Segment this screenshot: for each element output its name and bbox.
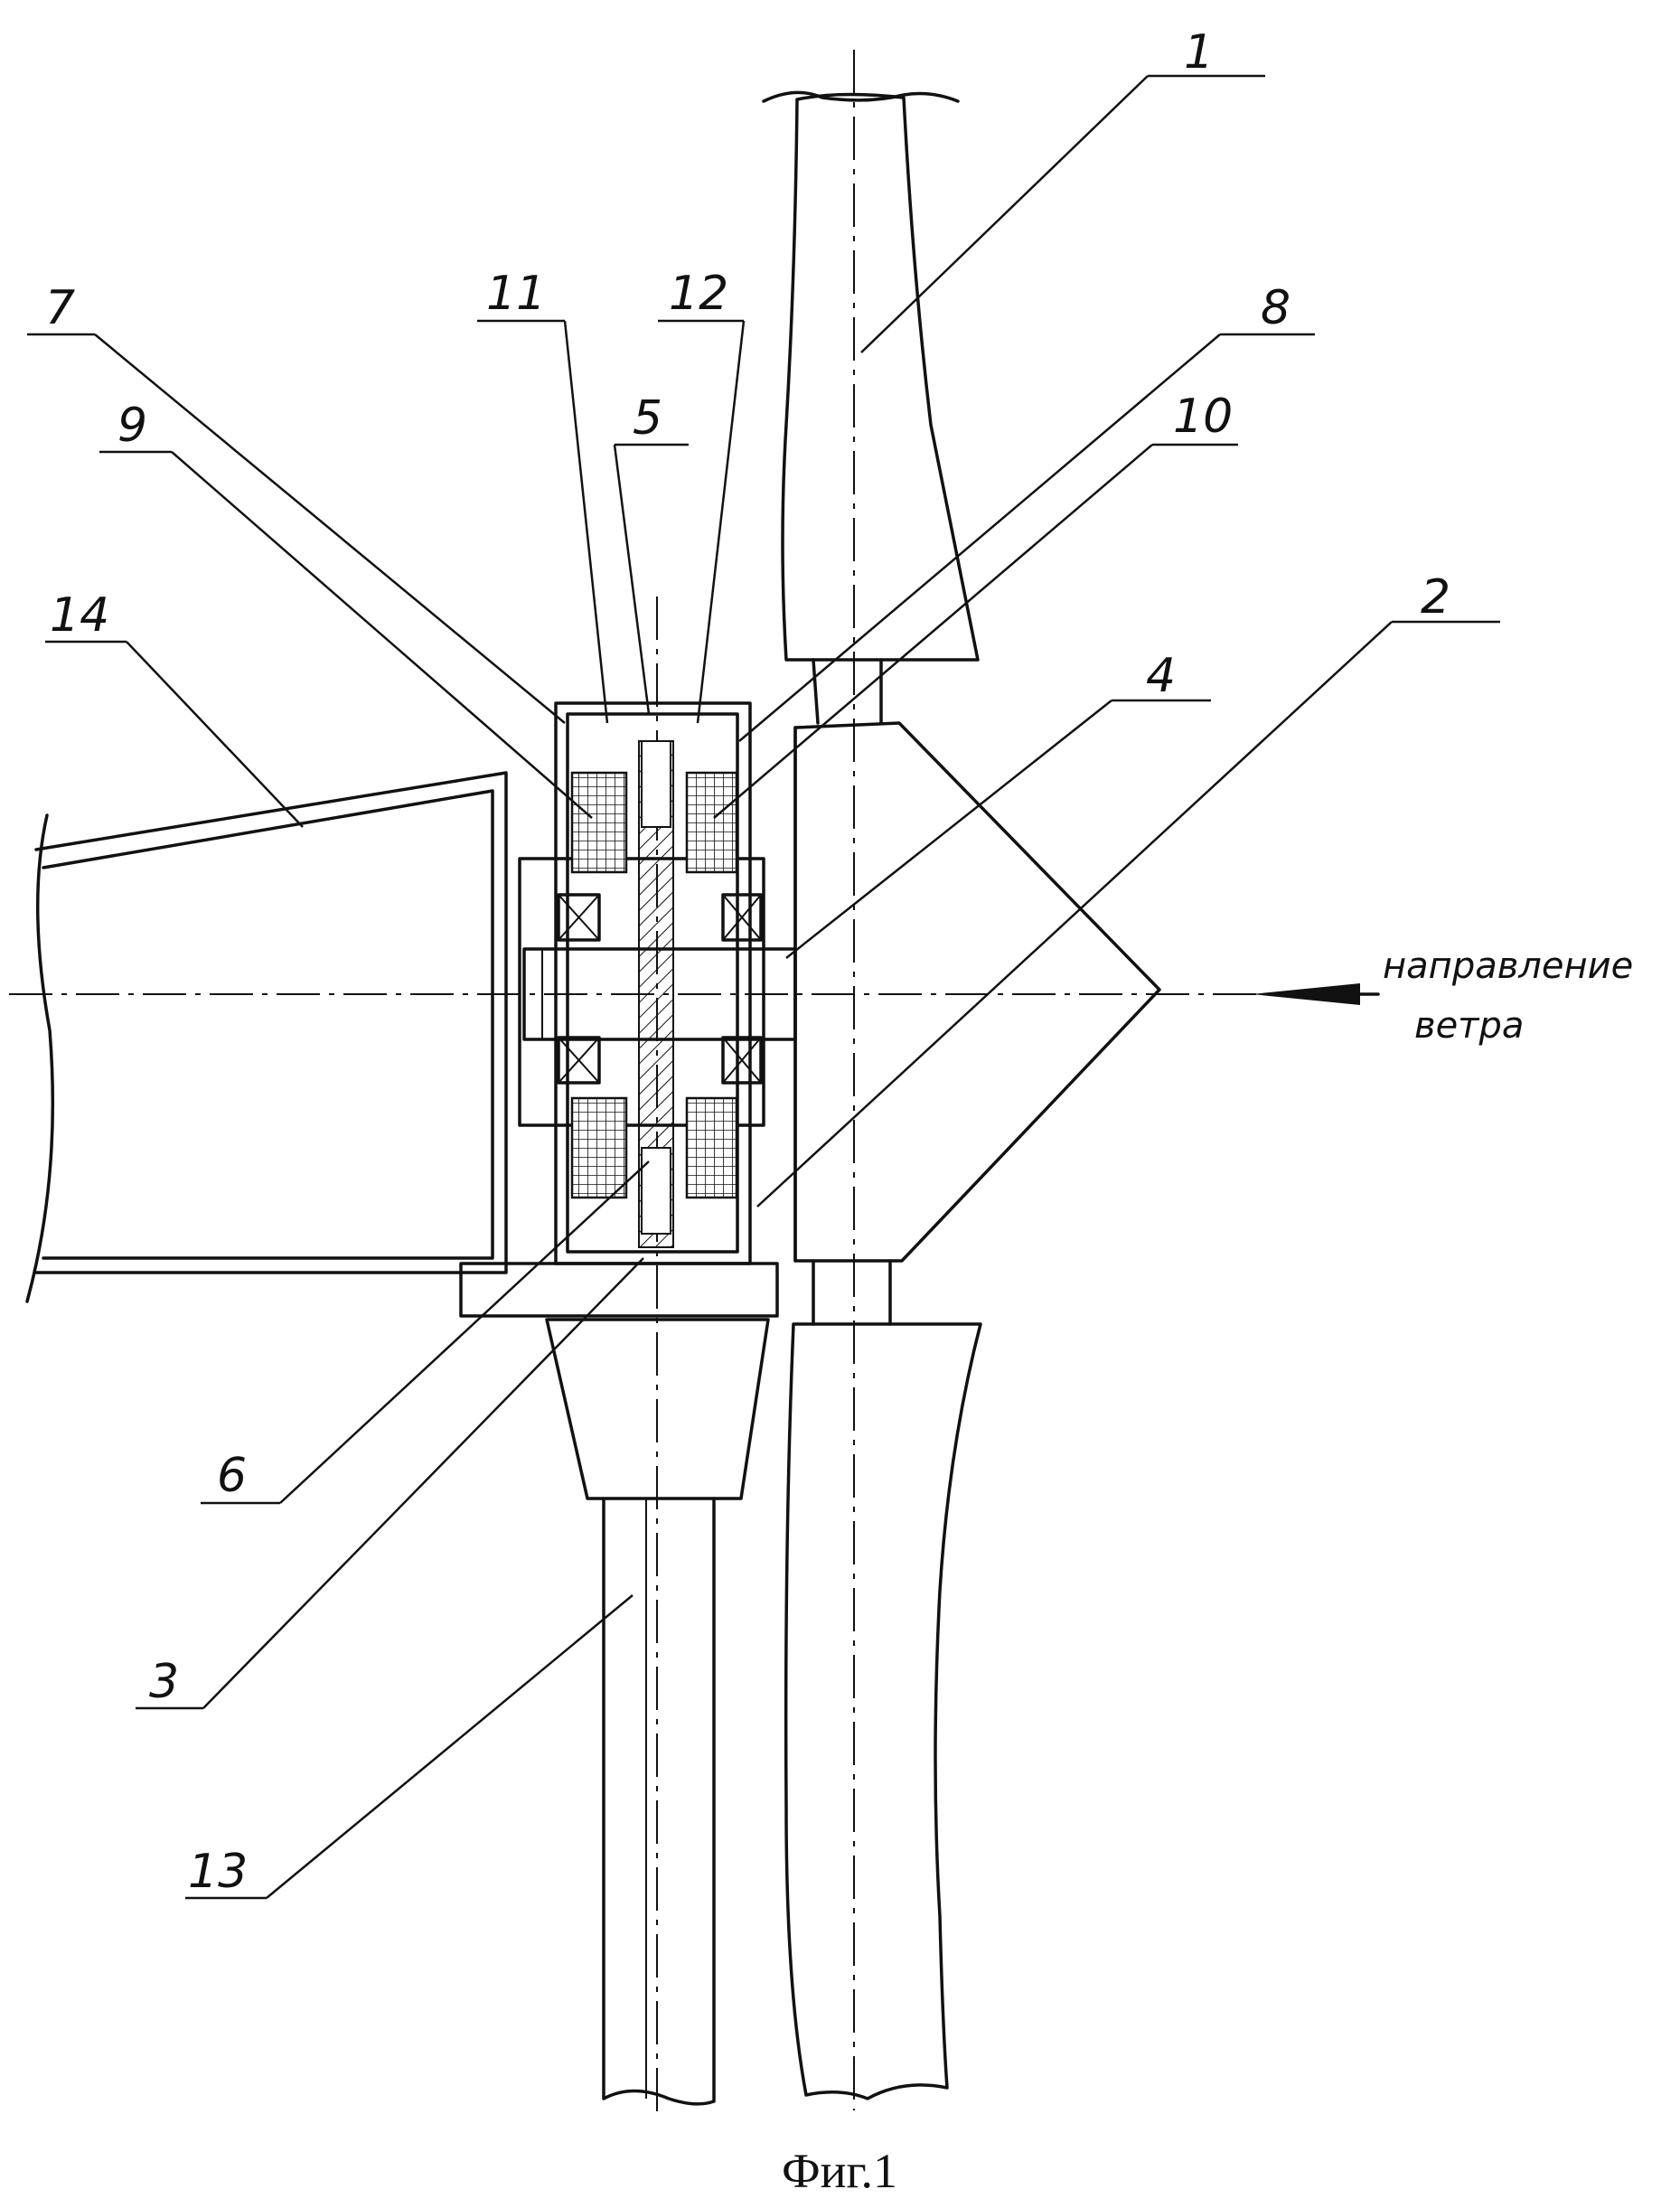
- callout-7: 7: [27, 281, 565, 723]
- upper-blade: [783, 94, 978, 660]
- hub-spinner: [795, 723, 1159, 1261]
- callout-1: 1: [861, 25, 1265, 352]
- callout-10: 10: [714, 390, 1238, 818]
- svg-text:2: 2: [1421, 570, 1450, 625]
- svg-text:5: 5: [633, 391, 662, 446]
- callout-3: 3: [136, 1258, 643, 1709]
- svg-text:14: 14: [50, 588, 109, 643]
- nacelle: [36, 773, 506, 1273]
- lower-blade-root: [813, 1261, 890, 1324]
- callout-6: 6: [201, 1161, 649, 1503]
- wind-label-line2: ветра: [1414, 1005, 1524, 1047]
- callout-4: 4: [786, 649, 1211, 958]
- nacelle-break: [27, 815, 52, 1301]
- callout-14: 14: [45, 588, 303, 827]
- svg-text:4: 4: [1146, 649, 1176, 703]
- callout-2: 2: [757, 570, 1500, 1207]
- wind-arrow: [1252, 983, 1360, 1005]
- mast: [604, 1499, 714, 2104]
- svg-text:13: 13: [188, 1845, 248, 1899]
- callout-9: 9: [99, 399, 592, 818]
- svg-text:1: 1: [1184, 25, 1214, 80]
- svg-text:9: 9: [117, 399, 147, 453]
- mast-flange: [461, 1264, 777, 1316]
- callout-13: 13: [185, 1595, 633, 1899]
- svg-text:6: 6: [217, 1449, 247, 1503]
- callout-12: 12: [658, 267, 744, 723]
- svg-text:12: 12: [669, 267, 728, 321]
- lower-blade: [786, 1324, 981, 2099]
- wind-label-line1: направление: [1383, 945, 1633, 987]
- figure-caption: Фиг.1: [782, 2144, 897, 2198]
- svg-text:11: 11: [486, 267, 546, 321]
- callout-5: 5: [615, 391, 689, 714]
- svg-text:8: 8: [1261, 281, 1291, 335]
- callout-8: 8: [739, 281, 1315, 741]
- svg-text:10: 10: [1173, 390, 1233, 444]
- svg-text:3: 3: [149, 1655, 179, 1709]
- callout-11: 11: [477, 267, 607, 723]
- svg-text:7: 7: [45, 281, 75, 335]
